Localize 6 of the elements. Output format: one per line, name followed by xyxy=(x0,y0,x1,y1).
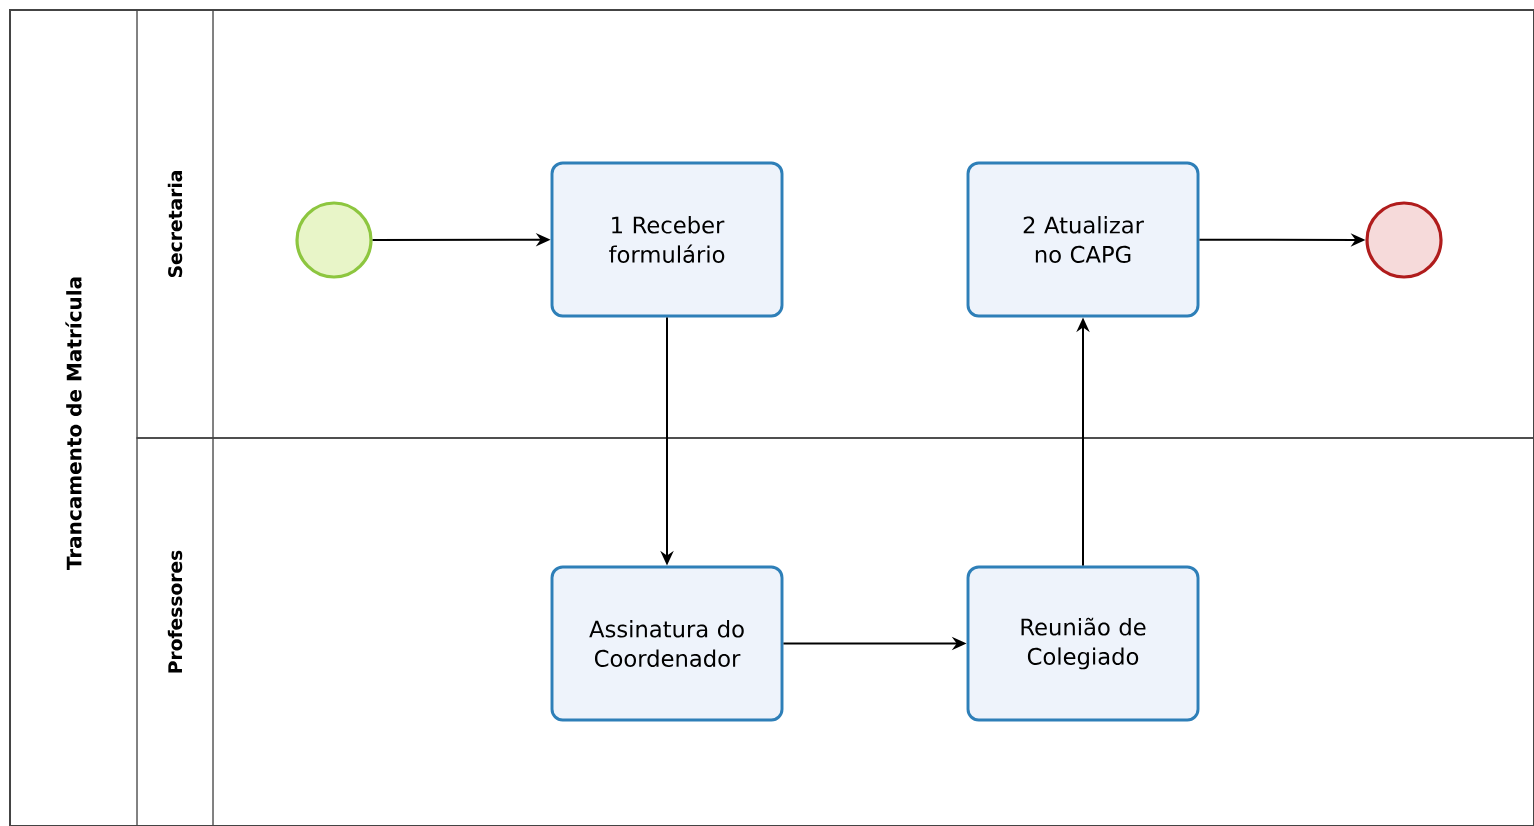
start-event-circle xyxy=(295,201,373,279)
task-box: Reunião de Colegiado xyxy=(966,565,1200,722)
task-box: 1 Receber formulário xyxy=(550,161,784,318)
task-box: Assinatura do Coordenador xyxy=(550,565,784,722)
end-event-circle xyxy=(1365,201,1443,279)
task-box: 2 Atualizar no CAPG xyxy=(966,161,1200,318)
